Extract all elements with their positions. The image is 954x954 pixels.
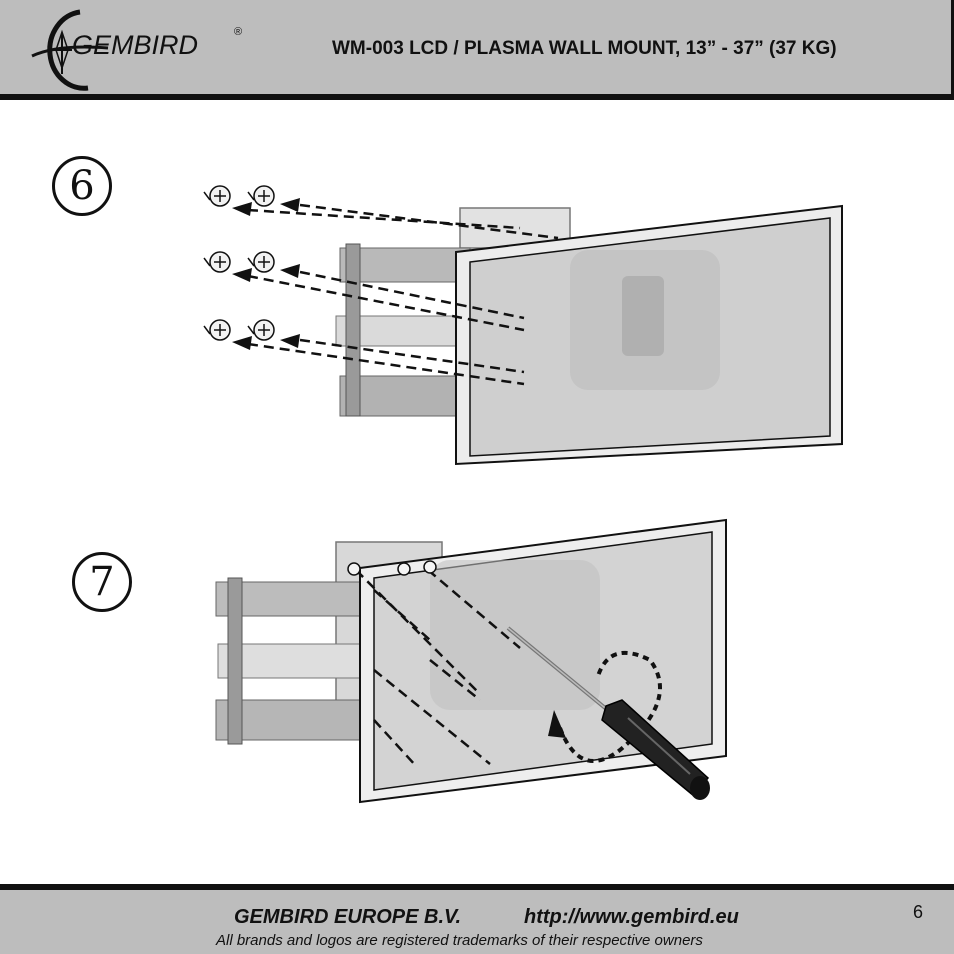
footer-trademark-note: All brands and logos are registered trad… bbox=[216, 932, 703, 949]
page-number: 6 bbox=[913, 902, 924, 922]
screw-threads bbox=[203, 191, 255, 335]
rotate-arrowhead bbox=[548, 710, 566, 738]
screw-icon bbox=[209, 185, 275, 341]
screw-paths-7 bbox=[355, 569, 521, 767]
step-number-7: 7 bbox=[72, 552, 132, 612]
registered-mark: ® bbox=[234, 26, 243, 38]
gembird-logo-icon bbox=[31, 9, 109, 91]
mount-arms bbox=[215, 577, 369, 745]
page-header: GEMBIRD ® WM-003 LCD / PLASMA WALL MOUNT… bbox=[0, 0, 954, 100]
logo-text: GEMBIRD bbox=[72, 30, 199, 60]
footer-company: GEMBIRD EUROPE B.V. bbox=[234, 906, 462, 928]
screw-icon bbox=[347, 560, 437, 576]
screw-paths-6 bbox=[247, 203, 559, 386]
step-number-6: 6 bbox=[52, 156, 112, 216]
mount-arms bbox=[335, 243, 472, 417]
screwdriver-icon bbox=[506, 626, 710, 800]
page-footer: GEMBIRD EUROPE B.V. http://www.gembird.e… bbox=[0, 884, 954, 954]
footer-url-link[interactable]: http://www.gembird.eu bbox=[524, 906, 739, 928]
arrowheads-6 bbox=[232, 198, 300, 350]
document-title: WM-003 LCD / PLASMA WALL MOUNT, 13” - 37… bbox=[332, 38, 837, 59]
rotate-arrow-icon bbox=[558, 650, 662, 763]
